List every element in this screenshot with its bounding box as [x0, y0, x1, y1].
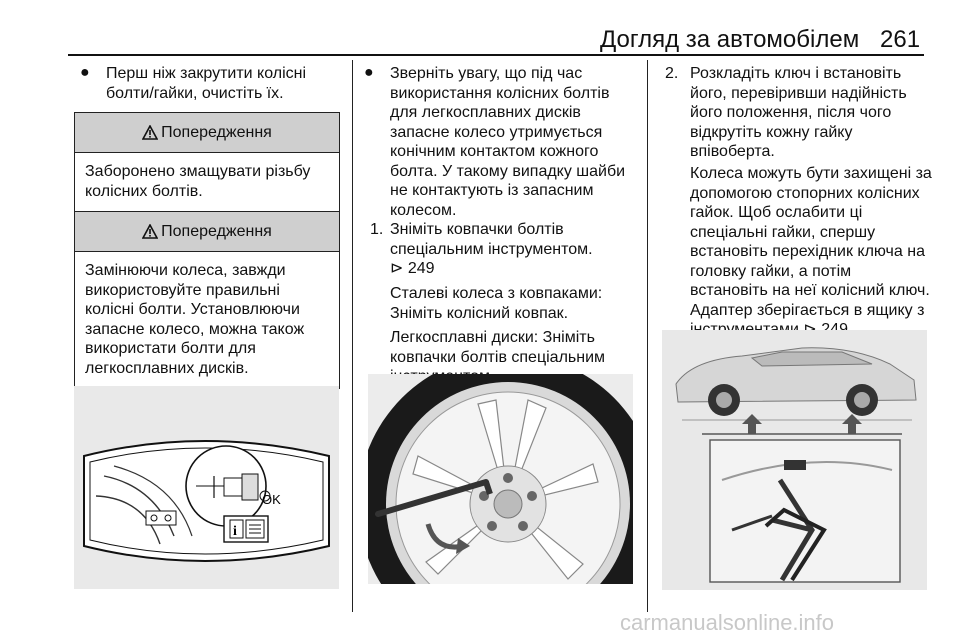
- warning-text: Заборонено змащувати різьбу колісних бол…: [85, 163, 311, 200]
- arrow-ref-icon: ⊳: [390, 260, 408, 277]
- bullet-marker: ●: [80, 64, 90, 81]
- warning-icon: [142, 125, 159, 140]
- car-jack-illustration: [662, 330, 927, 590]
- jack-point-arrow-icon: [842, 414, 862, 434]
- column-divider-2: [647, 60, 648, 612]
- page-number: 261: [880, 26, 921, 53]
- warning-heading: Попередження: [75, 113, 339, 153]
- watermark: carmanualsonline.info: [620, 610, 835, 635]
- svg-text:i: i: [233, 524, 237, 539]
- warning-heading: Попередження: [75, 212, 339, 252]
- bullet-marker: ●: [364, 64, 374, 81]
- page-title: Догляд за автомобілем: [600, 26, 860, 53]
- jack-point-arrow-icon: [742, 414, 762, 434]
- steel-wheels-text: Сталеві колеса з ковпаками:Зніміть коліс…: [390, 285, 603, 322]
- warning-box-1: Попередження Заборонено змащувати різьбу…: [74, 112, 340, 212]
- alloy-wheel-illustration: [368, 374, 633, 584]
- warning-icon: [142, 224, 159, 239]
- step-2-number: 2.: [665, 65, 679, 82]
- rotation-arrow-icon: [456, 538, 470, 554]
- page-reference: 249: [407, 260, 435, 277]
- info-icon: i: [229, 519, 244, 539]
- ok-label: OK: [262, 492, 281, 507]
- warning-box-2: Попередження Замінюючи колеса, завжди ви…: [74, 211, 340, 389]
- column-divider-1: [352, 60, 353, 612]
- header-divider: [68, 54, 924, 56]
- step-1-number: 1.: [370, 221, 384, 238]
- wheel-bolt-illustration: OK i: [74, 386, 339, 589]
- warning-text: Замінюючи колеса, завжди використовуйте …: [85, 262, 305, 377]
